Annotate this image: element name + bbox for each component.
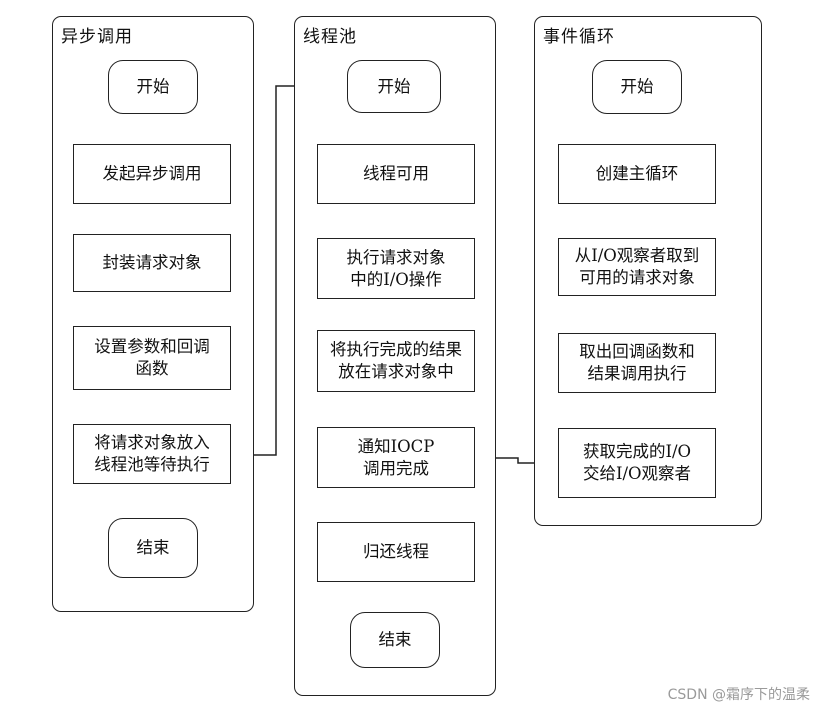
node-l3-fetch-request: 从I/O观察者取到 可用的请求对象 bbox=[558, 238, 716, 296]
node-l2-execute-io: 执行请求对象 中的I/O操作 bbox=[317, 238, 475, 299]
node-l1-set-params: 设置参数和回调 函数 bbox=[73, 326, 231, 390]
node-l2-notify-iocp: 通知IOCP 调用完成 bbox=[317, 427, 475, 488]
node-l1-initiate-async-call: 发起异步调用 bbox=[73, 144, 231, 204]
node-l3-create-main-loop: 创建主循环 bbox=[558, 144, 716, 204]
node-l2-thread-available: 线程可用 bbox=[317, 144, 475, 204]
node-l2-return-thread: 归还线程 bbox=[317, 522, 475, 582]
node-l1-enqueue: 将请求对象放入 线程池等待执行 bbox=[73, 424, 231, 484]
lane-title-async-call: 异步调用 bbox=[61, 27, 133, 47]
node-l3-start: 开始 bbox=[592, 60, 682, 114]
node-l3-run-callback: 取出回调函数和 结果调用执行 bbox=[558, 333, 716, 393]
lane-title-event-loop: 事件循环 bbox=[543, 27, 615, 47]
lane-async-call bbox=[52, 16, 254, 612]
node-l1-wrap-request: 封装请求对象 bbox=[73, 234, 231, 292]
watermark: CSDN @霜序下的温柔 bbox=[667, 687, 810, 703]
lane-title-thread-pool: 线程池 bbox=[303, 27, 357, 47]
node-l2-end: 结束 bbox=[350, 612, 440, 668]
node-l3-get-completed-io: 获取完成的I/O 交给I/O观察者 bbox=[558, 428, 716, 498]
node-l2-store-result: 将执行完成的结果 放在请求对象中 bbox=[317, 330, 475, 392]
node-l2-start: 开始 bbox=[347, 60, 441, 113]
node-l1-end: 结束 bbox=[108, 518, 198, 578]
node-l1-start: 开始 bbox=[108, 60, 198, 114]
